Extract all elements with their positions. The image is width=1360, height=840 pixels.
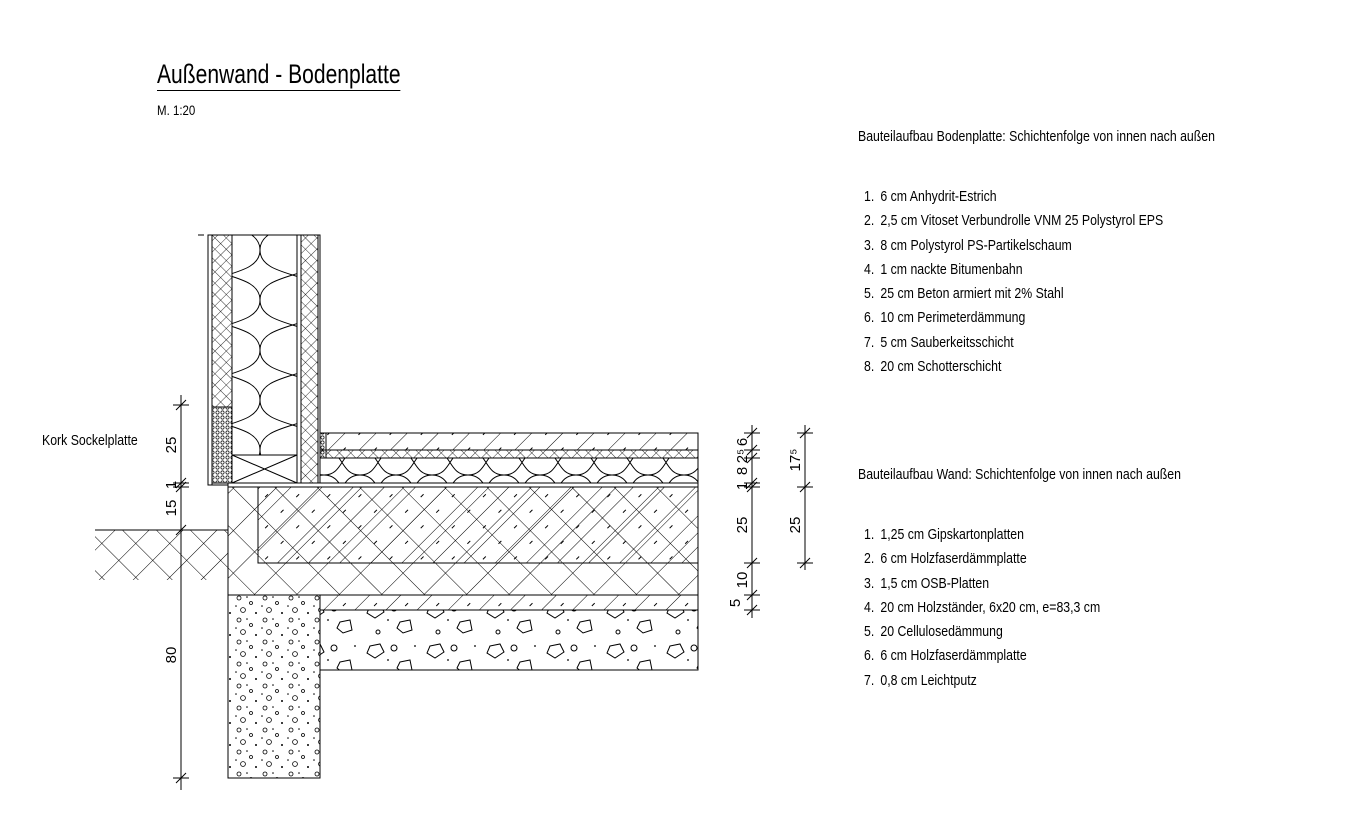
layer-item: 1. 6 cm Anhydrit-Estrich (864, 188, 1163, 212)
layer-item: 3. 1,5 cm OSB-Platten (864, 575, 1100, 599)
layer-number: 2. (864, 550, 875, 568)
dimension-tick-slash (746, 604, 758, 616)
layer-number: 2. (864, 212, 875, 230)
dim-left-80: 80 (163, 647, 180, 664)
dimension-tick-slash (746, 557, 758, 569)
layer-item: 8. 20 cm Schotterschicht (864, 358, 1163, 382)
foundation (227, 594, 321, 779)
dimension-tick-slash (175, 772, 187, 784)
layer-text: 20 cm Holzständer, 6x20 cm, e=83,3 cm (880, 598, 1101, 616)
layer-item: 5. 20 Cellulosedämmung (864, 623, 1100, 647)
dim-right-b-25: 25 (787, 517, 804, 534)
dimension-tick-slash (175, 524, 187, 536)
gravel-layer (319, 609, 699, 671)
dim-right-25: 25 (734, 517, 751, 534)
layer-number: 6. (864, 647, 875, 665)
dim-left-1: 1 (163, 481, 180, 489)
layer-number: 3. (864, 574, 875, 592)
dimension-tick-slash (746, 589, 758, 601)
dim-left-25: 25 (163, 437, 180, 454)
floor-heading: Bauteilaufbau Bodenplatte: Schichtenfolg… (858, 128, 1215, 145)
layer-text: 1,25 cm Gipskartonplatten (880, 526, 1024, 543)
layer-text: 1 cm nackte Bitumenbahn (880, 260, 1023, 278)
layer-number: 5. (864, 623, 875, 641)
layer-item: 6. 6 cm Holzfaserdämmplatte (864, 647, 1100, 671)
wall (198, 234, 321, 486)
layer-item: 7. 5 cm Sauberkeitsschicht (864, 334, 1163, 358)
layer-number: 4. (864, 260, 875, 278)
dimension-tick-slash (799, 481, 811, 493)
layer-item: 1. 1,25 cm Gipskartonplatten (864, 526, 1100, 550)
layer-text: 6 cm Holzfaserdämmplatte (880, 647, 1027, 665)
layer-number: 7. (864, 333, 875, 351)
dimension-tick-slash (175, 481, 187, 493)
layer-item: 4. 20 cm Holzständer, 6x20 cm, e=83,3 cm (864, 599, 1100, 623)
dimension-tick-slash (175, 399, 187, 411)
dimension-tick-slash (799, 557, 811, 569)
layer-item: 7. 0,8 cm Leichtputz (864, 672, 1100, 696)
layer-text: 5 cm Sauberkeitsschicht (880, 333, 1014, 351)
dimension-tick-slash (746, 444, 758, 456)
dimension-right-b (797, 425, 813, 570)
layer-text: 1,5 cm OSB-Platten (880, 574, 990, 592)
dim-right-6: 6 (734, 438, 751, 446)
layer-number: 5. (864, 285, 875, 303)
layer-text: 2,5 cm Vitoset Verbundrolle VNM 25 Polys… (880, 212, 1164, 230)
drawing-scale: M. 1:20 (157, 102, 196, 118)
layer-number: 6. (864, 309, 875, 327)
floor-layer-list: 1. 6 cm Anhydrit-Estrich 2. 2,5 cm Vitoset … (864, 188, 1229, 382)
dimension-tick-slash (799, 427, 811, 439)
layer-text: 6 cm Holzfaserdämmplatte (880, 550, 1027, 568)
layer-text: 20 Cellulosedämmung (880, 623, 1003, 641)
layer-text: 10 cm Perimeterdämmung (880, 309, 1026, 327)
layer-number: 1. (864, 188, 875, 205)
layer-number: 7. (864, 671, 875, 689)
dim-right-2-5: 2⁵ (734, 449, 751, 464)
floor (227, 432, 699, 779)
layer-item: 3. 8 cm Polystyrol PS-Partikelschaum (864, 237, 1163, 261)
dimension-tick-slash (746, 452, 758, 464)
layer-number: 1. (864, 526, 875, 543)
dimension-left (173, 395, 189, 790)
dimension-tick-slash (746, 477, 758, 489)
layer-item: 5. 25 cm Beton armiert mit 2% Stahl (864, 285, 1163, 309)
layer-item: 4. 1 cm nackte Bitumenbahn (864, 261, 1163, 285)
layer-item: 2. 6 cm Holzfaserdämmplatte (864, 550, 1100, 574)
concrete-slab (257, 486, 699, 564)
wall-heading: Bauteilaufbau Wand: Schichtenfolge von i… (858, 466, 1181, 483)
dimension-right-a (744, 425, 760, 618)
layer-text: 20 cm Schotterschicht (880, 358, 1002, 376)
dim-right-10: 10 (734, 572, 751, 589)
dimension-tick-slash (746, 481, 758, 493)
dimension-tick-slash (175, 477, 187, 489)
dim-right-1: 1 (734, 482, 751, 490)
kork-sockelplatte (211, 406, 233, 484)
layer-number: 3. (864, 236, 875, 254)
ground-soil (95, 530, 228, 580)
dim-left-15: 15 (163, 500, 180, 517)
kork-label: Kork Sockelplatte (42, 432, 138, 449)
dim-right-5: 5 (727, 599, 744, 607)
layer-number: 4. (864, 598, 875, 616)
dim-right-17-5: 17⁵ (787, 449, 804, 472)
layer-item: 6. 10 cm Perimeterdämmung (864, 309, 1163, 333)
dim-right-8: 8 (734, 467, 751, 475)
layer-number: 8. (864, 358, 875, 376)
drawing-title: Außenwand - Bodenplatte (157, 59, 401, 91)
layer-text: 8 cm Polystyrol PS-Partikelschaum (880, 236, 1072, 254)
wall-layer-list: 1. 1,25 cm Gipskartonplatten 2. 6 cm Holzfa… (864, 526, 1152, 696)
layer-text: 25 cm Beton armiert mit 2% Stahl (880, 285, 1064, 303)
layer-text: 0,8 cm Leichtputz (880, 671, 977, 689)
dimension-tick-slash (746, 427, 758, 439)
layer-item: 2. 2,5 cm Vitoset Verbundrolle VNM 25 Pol… (864, 212, 1163, 236)
layer-text: 6 cm Anhydrit-Estrich (880, 188, 997, 205)
